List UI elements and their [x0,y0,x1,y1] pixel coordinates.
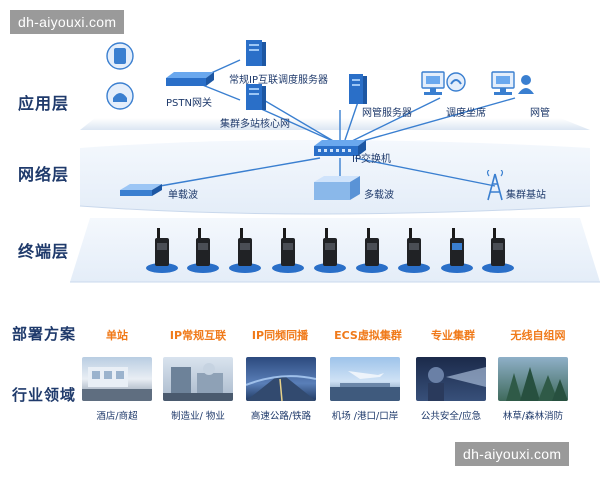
scheme-single-station: 单站 [106,329,128,342]
node-label-ip-switch: IP交换机 [352,154,391,165]
radio-1 [146,228,178,273]
node-label-trunk-station: 集群基站 [506,190,546,201]
layer-label-network: 网络层 [18,165,70,184]
watermark-top-left: dh-aiyouxi.com [10,10,125,34]
server-icons [246,40,266,110]
scheme-ip-conventional: IP常规互联 [169,329,227,342]
radio-9 [482,228,514,273]
node-label-multi-carrier: 多载波 [364,190,394,201]
nms-terminal-icon [491,71,534,95]
industry-image-public-safety [416,357,486,401]
industry-label-forest: 林草/森林消防 [502,411,564,422]
trunk-station-tower-icon [486,170,504,201]
node-label-pstn: PSTN网关 [166,98,212,109]
scheme-ip-simulcast: IP同频同播 [251,329,309,342]
industry-label-manufacturing: 制造业/ 物业 [171,411,225,422]
section-label-industry: 行业领域 [12,386,77,404]
section-label-deploy: 部署方案 [12,325,77,343]
node-label-nms: 网管 [530,108,550,119]
industry-label-highway: 高速公路/铁路 [250,411,312,422]
node-label-ip-dispatch: 常规IP互联调度服务器 [229,75,328,86]
radio-4 [272,228,304,273]
single-carrier-station-icon [120,184,162,196]
industry-label-public-safety: 公共安全/应急 [420,411,482,422]
industry-label-hotel: 酒店/商超 [96,411,138,422]
node-label-dispatch-seat: 调度坐席 [446,108,486,119]
scheme-adhoc: 无线自组网 [510,329,566,342]
scheme-ecs-virtual: ECS虚拟集群 [334,329,402,342]
industry-image-manufacturing [163,357,233,401]
layer-label-app: 应用层 [18,94,70,113]
layer-label-terminal: 终端层 [18,242,70,261]
pstn-gateway-icon [166,72,214,86]
app-layer-platform [80,118,590,130]
radio-8 [441,228,473,273]
client-device-icons [106,42,134,110]
radio-3 [229,228,261,273]
industry-label-airport: 机场 /港口/口岸 [331,411,399,422]
watermark-bottom-right: dh-aiyouxi.com [455,442,570,466]
ip-switch-icon [314,140,366,156]
nms-server-icon [349,74,367,104]
multi-carrier-station-icon [314,176,360,200]
node-label-core: 集群多站核心网 [220,119,290,130]
radio-7 [398,228,430,273]
node-label-nms-server: 网管服务器 [362,108,412,119]
radio-6 [356,228,388,273]
radio-5 [314,228,346,273]
radio-2 [187,228,219,273]
industry-image-hotel [82,357,152,401]
node-label-single-carrier: 单载波 [168,190,198,201]
industry-image-highway [246,357,316,401]
dispatch-seat-icon [421,71,466,95]
industry-image-airport [330,357,400,401]
scheme-pro-trunking: 专业集群 [431,329,475,342]
industry-image-forest [498,357,568,401]
connection-lines [159,59,516,187]
